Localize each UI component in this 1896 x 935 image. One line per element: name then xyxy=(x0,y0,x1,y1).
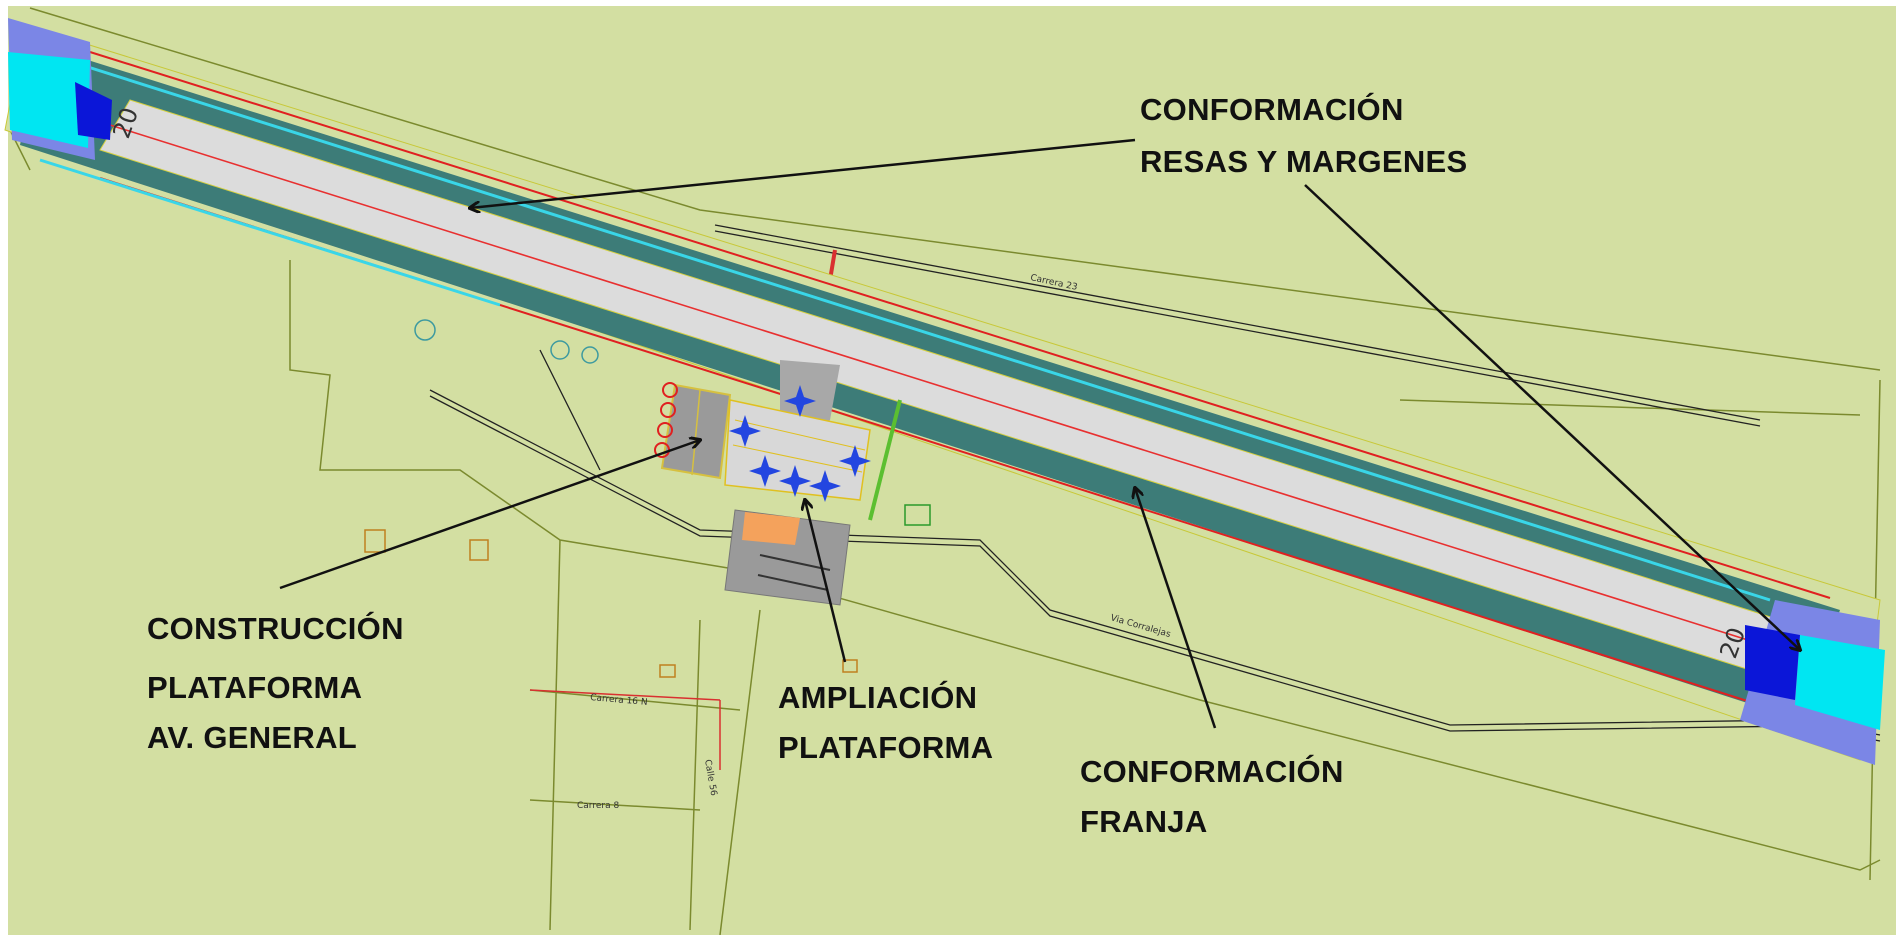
cyan-line-south xyxy=(39,158,501,307)
vegetation xyxy=(414,319,599,364)
runway-core xyxy=(100,100,1780,670)
road-label-carrera-8: Carrera 8 xyxy=(577,801,619,811)
aircraft-icons xyxy=(729,385,871,502)
callout-ampliacion-line1: AMPLIACIÓN xyxy=(778,680,978,715)
terminal-area xyxy=(724,509,851,606)
buildings xyxy=(364,529,858,678)
callout-resas-line2: RESAS Y MARGENES xyxy=(1140,144,1468,179)
runway-end-west xyxy=(8,18,112,160)
cyan-line-north xyxy=(49,53,1771,602)
callout-plataforma-line2: PLATAFORMA xyxy=(147,670,363,705)
callout-plataforma-line1: CONSTRUCCIÓN xyxy=(147,611,404,646)
callout-plataforma-line3: AV. GENERAL xyxy=(147,720,358,755)
road-label-carrera-16: Carrera 16 N xyxy=(590,693,648,708)
runway-centerline xyxy=(109,124,1876,681)
callout-franja-line1: CONFORMACIÓN xyxy=(1080,754,1344,789)
callout-ampliacion-line2: PLATAFORMA xyxy=(778,730,994,765)
callout-resas-line1: CONFORMACIÓN xyxy=(1140,92,1404,127)
callout-arrows xyxy=(279,138,1800,729)
callout-franja-line2: FRANJA xyxy=(1080,804,1208,839)
apron-general-aviation xyxy=(654,382,732,480)
runway-end-east xyxy=(1740,600,1885,765)
